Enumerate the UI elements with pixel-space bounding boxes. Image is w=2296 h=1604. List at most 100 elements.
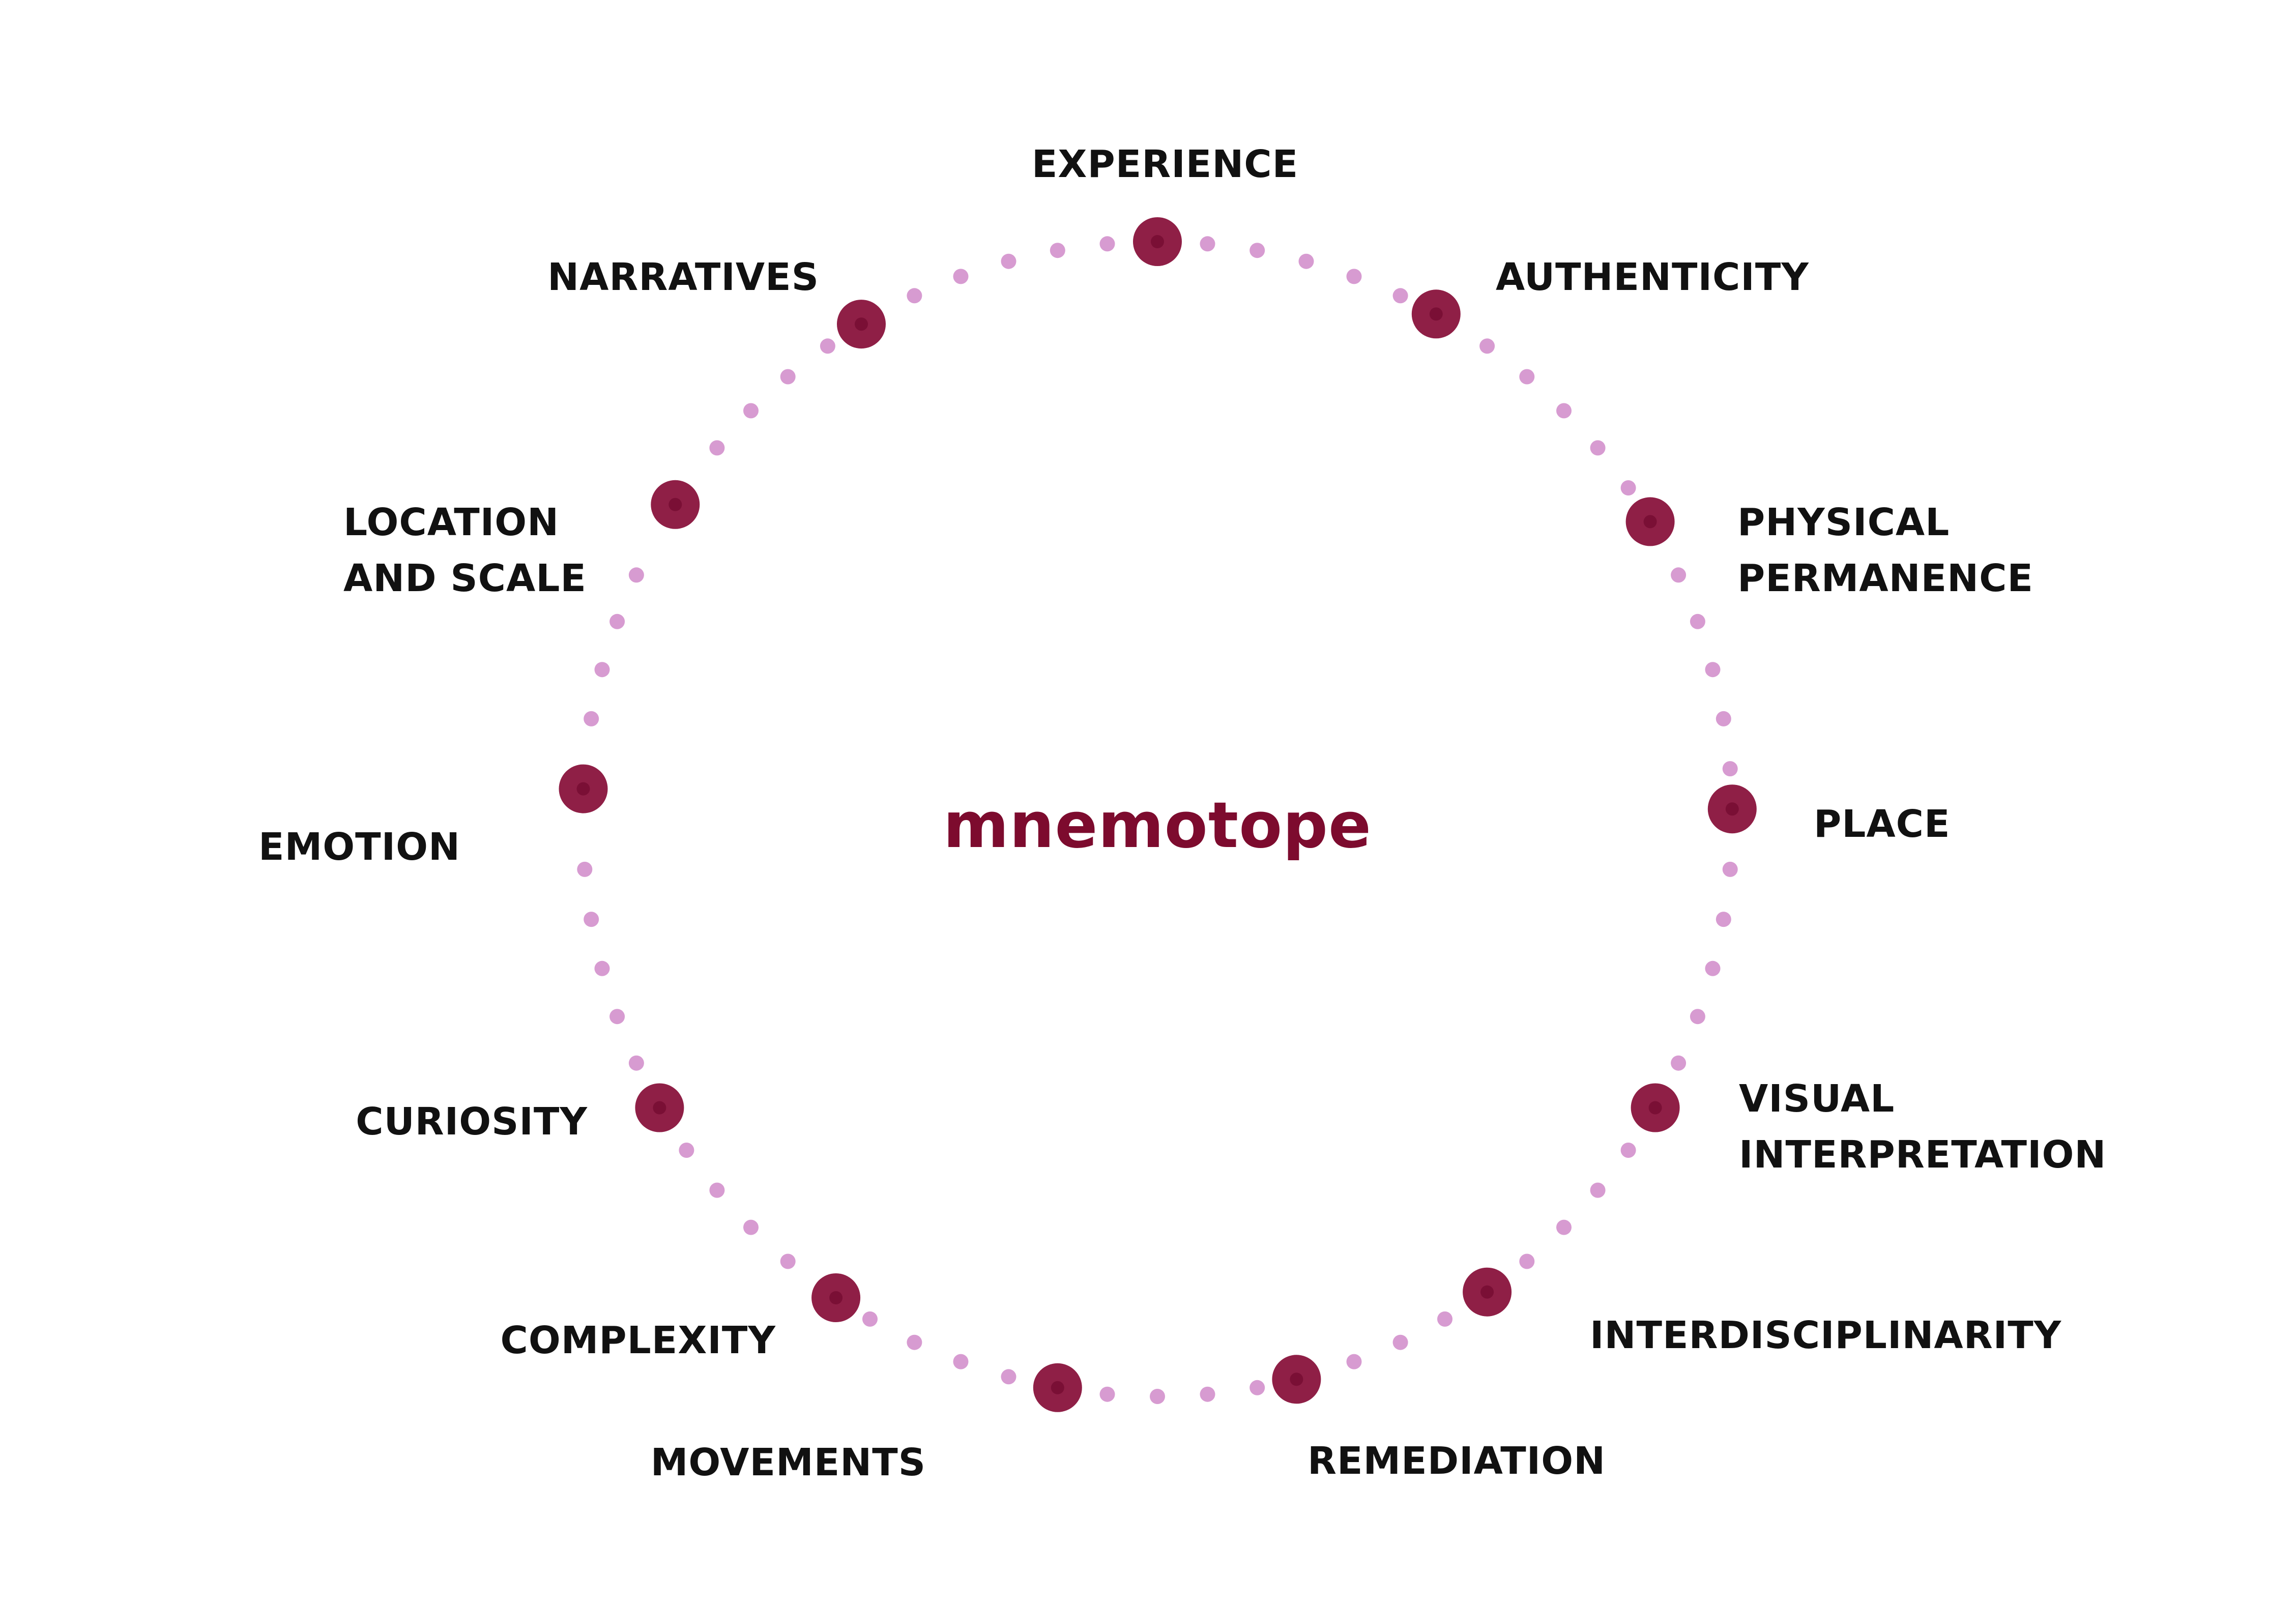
label-line: EMOTION	[258, 825, 460, 869]
label-interdisciplinarity: INTERDISCIPLINARITY	[1590, 1314, 2062, 1357]
ring-dot	[1479, 338, 1495, 354]
node-core-visual-interpretation	[1648, 1101, 1662, 1115]
ring-dot	[743, 403, 759, 419]
ring-dot	[1556, 1219, 1572, 1235]
label-curiosity: CURIOSITY	[356, 1100, 588, 1144]
label-emotion: EMOTION	[258, 825, 460, 869]
ring-dot	[584, 912, 599, 927]
node-core-emotion	[576, 782, 590, 796]
ring-dot	[1050, 243, 1065, 258]
label-line: AUTHENTICITY	[1496, 255, 1809, 299]
ring-dot	[820, 338, 835, 354]
ring-dot	[862, 1311, 878, 1327]
ring-dot	[1249, 1380, 1265, 1395]
ring-dot	[907, 288, 922, 304]
ring-dot	[594, 662, 610, 678]
ring-dot	[609, 1009, 625, 1025]
ring-nodes	[559, 217, 1757, 1412]
ring-dot	[628, 1055, 644, 1071]
ring-dot	[743, 1219, 759, 1235]
label-authenticity: AUTHENTICITY	[1496, 255, 1809, 299]
ring-dot	[577, 861, 593, 877]
node-core-narratives	[855, 317, 868, 331]
ring-dot	[1671, 1055, 1687, 1071]
ring-dot	[1590, 1182, 1606, 1198]
label-line: VISUAL	[1739, 1077, 1895, 1121]
node-core-remediation	[1290, 1373, 1303, 1386]
ring-dot	[628, 567, 644, 583]
label-physical-permanence: PHYSICAL PERMANENCE	[1737, 501, 2033, 600]
ring-dot	[1200, 1386, 1215, 1402]
ring-dot	[1590, 440, 1606, 456]
ring-dot	[1620, 1143, 1636, 1158]
ring-dot	[1099, 236, 1115, 252]
ring-dot	[1346, 269, 1362, 284]
label-narratives: NARRATIVES	[547, 255, 819, 299]
ring-dot	[907, 1334, 922, 1350]
node-core-place	[1725, 802, 1739, 816]
ring-dot	[709, 440, 725, 456]
ring-dot	[679, 1143, 694, 1158]
ring-dot	[1716, 711, 1731, 726]
ring-dot	[1519, 369, 1535, 385]
ring-dot	[780, 1253, 796, 1269]
node-labels: EXPERIENCE AUTHENTICITY PHYSICAL PERMANENCE…	[258, 142, 2106, 1484]
node-core-experience	[1151, 235, 1164, 248]
label-line: PHYSICAL	[1737, 501, 1950, 544]
ring-dot	[1437, 1311, 1452, 1327]
label-line: EXPERIENCE	[1032, 142, 1298, 186]
ring-dot	[1722, 861, 1738, 877]
center-title: mnemotope	[943, 789, 1372, 862]
label-location-and-scale: LOCATION AND SCALE	[343, 501, 587, 600]
ring-dot	[1099, 1386, 1115, 1402]
ring-dot	[1690, 1009, 1705, 1025]
label-line: PERMANENCE	[1737, 557, 2033, 600]
ring-dot	[1249, 243, 1265, 258]
ring-dot	[1705, 960, 1721, 976]
ring-dot	[709, 1182, 725, 1198]
label-line: NARRATIVES	[547, 255, 819, 299]
label-line: MOVEMENTS	[651, 1441, 926, 1484]
ring-dot	[953, 1354, 969, 1369]
ring-dots	[577, 236, 1738, 1404]
label-line: PLACE	[1814, 802, 1951, 846]
node-core-interdisciplinarity	[1480, 1285, 1494, 1299]
ring-dot	[953, 269, 969, 284]
label-line: CURIOSITY	[356, 1100, 588, 1144]
label-line: INTERDISCIPLINARITY	[1590, 1314, 2062, 1357]
ring-dot	[1200, 236, 1215, 252]
label-line: COMPLEXITY	[501, 1319, 776, 1362]
node-core-authenticity	[1429, 307, 1443, 321]
label-experience: EXPERIENCE	[1032, 142, 1298, 186]
label-complexity: COMPLEXITY	[501, 1319, 776, 1362]
ring-dot	[1392, 288, 1408, 304]
ring-dot	[1298, 253, 1314, 269]
ring-dot	[1150, 1389, 1165, 1404]
ring-dot	[1001, 253, 1016, 269]
label-line: AND SCALE	[343, 557, 587, 600]
node-core-movements	[1051, 1381, 1064, 1394]
node-core-location-and-scale	[669, 498, 682, 511]
ring-dot	[780, 369, 796, 385]
label-place: PLACE	[1814, 802, 1951, 846]
ring-dot	[1671, 567, 1687, 583]
ring-dot	[1690, 614, 1705, 629]
label-line: LOCATION	[343, 501, 559, 544]
ring-dot	[1716, 912, 1731, 927]
ring-dot	[609, 614, 625, 629]
ring-dot	[584, 711, 599, 726]
ring-dot	[1392, 1334, 1408, 1350]
node-core-physical-permanence	[1643, 515, 1657, 529]
label-line: REMEDIATION	[1307, 1439, 1606, 1483]
ring-dot	[594, 960, 610, 976]
ring-dot	[1705, 662, 1721, 678]
node-core-curiosity	[653, 1101, 666, 1115]
label-movements: MOVEMENTS	[651, 1441, 926, 1484]
node-core-complexity	[829, 1291, 843, 1304]
ring-dot	[1556, 403, 1572, 419]
label-remediation: REMEDIATION	[1307, 1439, 1606, 1483]
ring-dot	[1620, 480, 1636, 495]
ring-dot	[1519, 1253, 1535, 1269]
